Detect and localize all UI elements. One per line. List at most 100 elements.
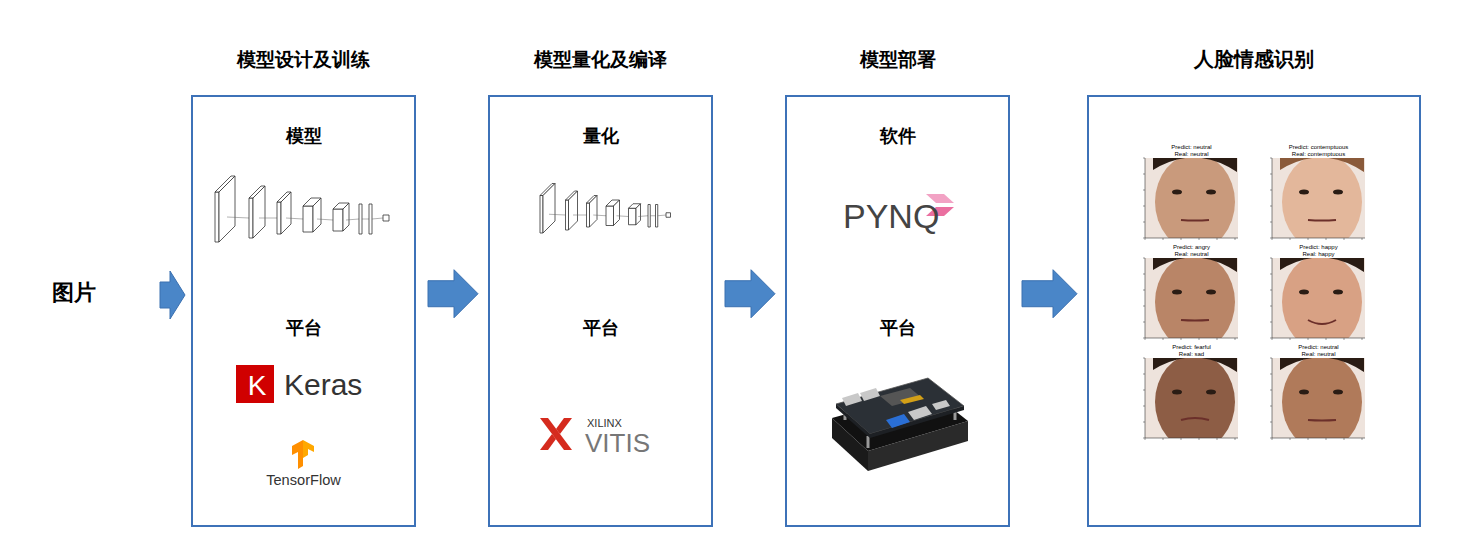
section-heading: 平台 (488, 317, 713, 340)
layer-link (317, 219, 333, 220)
eye (1299, 190, 1309, 195)
axis-tick (1326, 338, 1327, 340)
layer-side (590, 196, 598, 228)
prediction-title: Predict: neutral (1272, 344, 1365, 351)
hair (1280, 158, 1364, 172)
axis-tick (1270, 422, 1272, 423)
axis-tick (1270, 390, 1272, 391)
axis-tick (1163, 238, 1164, 240)
axis-tick (1143, 406, 1145, 407)
face (1282, 358, 1362, 438)
face (1282, 258, 1362, 338)
axis-tick (1143, 238, 1145, 239)
layer-face (566, 200, 569, 230)
axis-tick (1308, 238, 1309, 240)
face (1155, 258, 1235, 338)
face (1282, 158, 1362, 238)
axis-tick (1272, 238, 1273, 240)
eye (1333, 190, 1343, 195)
logo-text: TensorFlow (191, 471, 416, 490)
section-heading: 平台 (785, 317, 1010, 340)
prediction-title: Predict: happy (1272, 244, 1365, 251)
face-image (1143, 354, 1238, 450)
hair (1280, 258, 1364, 272)
axis-tick (1326, 438, 1327, 440)
layer-link (227, 217, 249, 218)
axis-tick (1270, 438, 1272, 439)
axis-tick (1308, 338, 1309, 340)
plot-axes (1272, 358, 1365, 438)
layer-face (540, 196, 543, 234)
axis-tick (1308, 438, 1309, 440)
axis-tick (1181, 338, 1182, 340)
axis-tick (1181, 438, 1182, 440)
face-image (1270, 254, 1365, 350)
eye (1172, 390, 1182, 395)
axis-tick (1270, 158, 1272, 159)
mouth (1308, 219, 1336, 222)
section-heading: 模型 (191, 125, 416, 148)
layer-link (593, 215, 606, 217)
layer-face (359, 204, 362, 234)
board-picture (832, 378, 968, 471)
axis-tick (1270, 290, 1272, 291)
axis-tick (1270, 258, 1272, 259)
prediction-title: Predict: contemptuous (1272, 144, 1365, 151)
flow-arrow (725, 270, 775, 318)
axis-tick (1181, 238, 1182, 240)
layer-side (253, 186, 265, 238)
layer-link (638, 215, 648, 217)
flow-arrow (428, 270, 478, 318)
plot-axes (1272, 258, 1365, 338)
axis-tick (1145, 238, 1146, 240)
axis-tick (1163, 338, 1164, 340)
axis-tick (1270, 222, 1272, 223)
mouth (1181, 219, 1209, 222)
axis-tick (1270, 374, 1272, 375)
logo-text: PYNQ (843, 196, 939, 236)
logo-letter: K (238, 367, 276, 405)
layer-link (346, 219, 359, 220)
axis-tick (1272, 438, 1273, 440)
layer-face (249, 198, 253, 238)
axis-tick (1362, 338, 1363, 340)
prediction-title: Predict: fearful (1145, 344, 1238, 351)
layer-side (614, 200, 620, 226)
face-result-images (1143, 154, 1365, 450)
eye (1206, 190, 1216, 195)
layer-face (629, 208, 637, 225)
prediction-title: Real: neutral (1145, 151, 1238, 158)
stage-heading: 模型设计及训练 (191, 47, 416, 72)
layer-side (281, 192, 291, 234)
axis-tick (1290, 338, 1291, 340)
axis-tick (1143, 174, 1145, 175)
layer-face (656, 205, 658, 228)
layer-link (362, 219, 369, 220)
flow-arrow (1022, 270, 1077, 318)
face-image (1143, 154, 1238, 250)
plot-axes (1145, 258, 1238, 338)
prediction-title: Predict: angry (1145, 244, 1238, 251)
mouth (1181, 319, 1209, 322)
axis-tick (1362, 238, 1363, 240)
axis-tick (1143, 290, 1145, 291)
layer-face (383, 215, 389, 221)
layer-link (372, 218, 383, 219)
axis-tick (1270, 306, 1272, 307)
mouth (1308, 419, 1336, 422)
hair (1153, 358, 1237, 372)
axis-tick (1272, 338, 1273, 340)
axis-tick (1143, 306, 1145, 307)
layer-link (650, 215, 655, 216)
eye (1172, 290, 1182, 295)
logo-text: VITIS (585, 429, 650, 457)
axis-tick (1270, 190, 1272, 191)
axis-tick (1143, 422, 1145, 423)
layer-face (303, 206, 313, 232)
axis-tick (1199, 438, 1200, 440)
axis-tick (1344, 438, 1345, 440)
layer-face (666, 213, 671, 218)
axis-tick (1362, 438, 1363, 440)
